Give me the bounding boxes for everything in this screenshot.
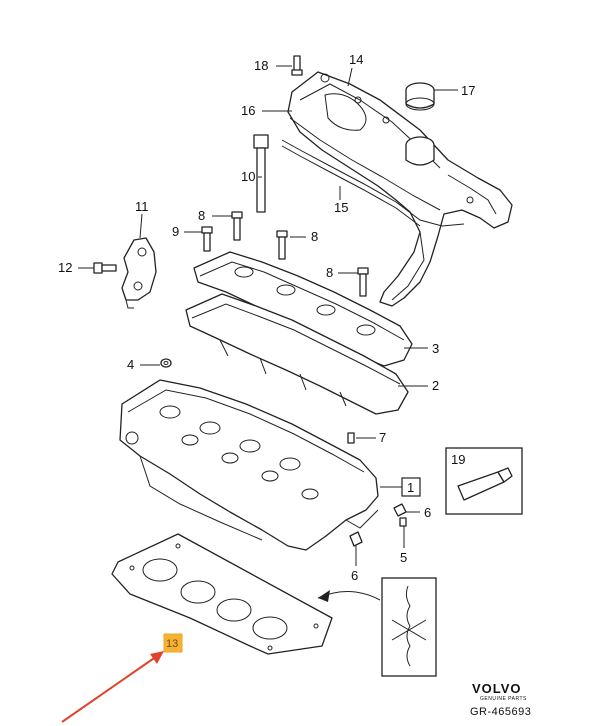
callout-6-upper: 6 [424, 505, 431, 520]
breather-stud [291, 55, 303, 76]
callout-14: 14 [349, 52, 363, 67]
callout-labels: 18 14 17 16 10 15 11 8 9 8 12 8 3 4 2 7 … [58, 52, 475, 650]
highlight-box-13 [163, 633, 183, 653]
callout-18: 18 [254, 58, 268, 73]
reference-number: GR-465693 [470, 706, 531, 718]
callout-9: 9 [172, 224, 179, 239]
callout-16: 16 [241, 103, 255, 118]
arrow-icon [61, 651, 164, 723]
bolt-12 [93, 262, 117, 274]
dowel-6-upper [393, 503, 407, 517]
callout-5: 5 [400, 550, 407, 565]
washer [160, 358, 172, 368]
callout-10: 10 [241, 169, 255, 184]
callout-8-right: 8 [326, 265, 333, 280]
oil-filler-cap [405, 82, 435, 111]
long-bolt [253, 134, 269, 213]
callout-11: 11 [135, 199, 149, 214]
callout-8-middle: 8 [311, 229, 318, 244]
bolt-9 [201, 226, 213, 252]
bolt-8-left [231, 211, 243, 241]
head-gasket [111, 533, 333, 655]
camshaft-frame-upper [193, 251, 413, 367]
callout-2: 2 [432, 378, 439, 393]
bolt-8-right [357, 267, 369, 297]
callout-7: 7 [379, 430, 386, 445]
brand-tagline: GENUINE PARTS [480, 696, 527, 702]
guide-pin-7 [347, 432, 355, 444]
callout-19: 19 [451, 452, 465, 467]
callout-17: 17 [461, 83, 475, 98]
sealant-detail-box [445, 447, 523, 515]
bracket [121, 237, 157, 309]
brand-name: VOLVO [472, 681, 522, 696]
callout-6-lower: 6 [351, 568, 358, 583]
curved-arrow-icon [318, 590, 330, 602]
callout-4: 4 [127, 357, 134, 372]
valve-cover-gasket [281, 139, 465, 227]
callout-3: 3 [432, 341, 439, 356]
cylinder-head [119, 379, 379, 551]
camshaft-frame-lower [185, 293, 409, 415]
callout-12: 12 [58, 260, 72, 275]
detail-pointer [317, 590, 381, 602]
leader-lines [78, 65, 458, 566]
callout-8-left: 8 [198, 208, 205, 223]
callout-15: 15 [334, 200, 348, 215]
callout-1: 1 [407, 480, 414, 495]
valve-cover [287, 71, 513, 307]
dowel-5 [399, 517, 407, 527]
callout-13: 13 [166, 638, 178, 650]
brand-block: VOLVO GENUINE PARTS GR-465693 [470, 681, 531, 718]
dowel-6-lower [349, 531, 363, 547]
gasket-detail-box [381, 577, 437, 677]
bolt-8-middle [276, 230, 288, 260]
